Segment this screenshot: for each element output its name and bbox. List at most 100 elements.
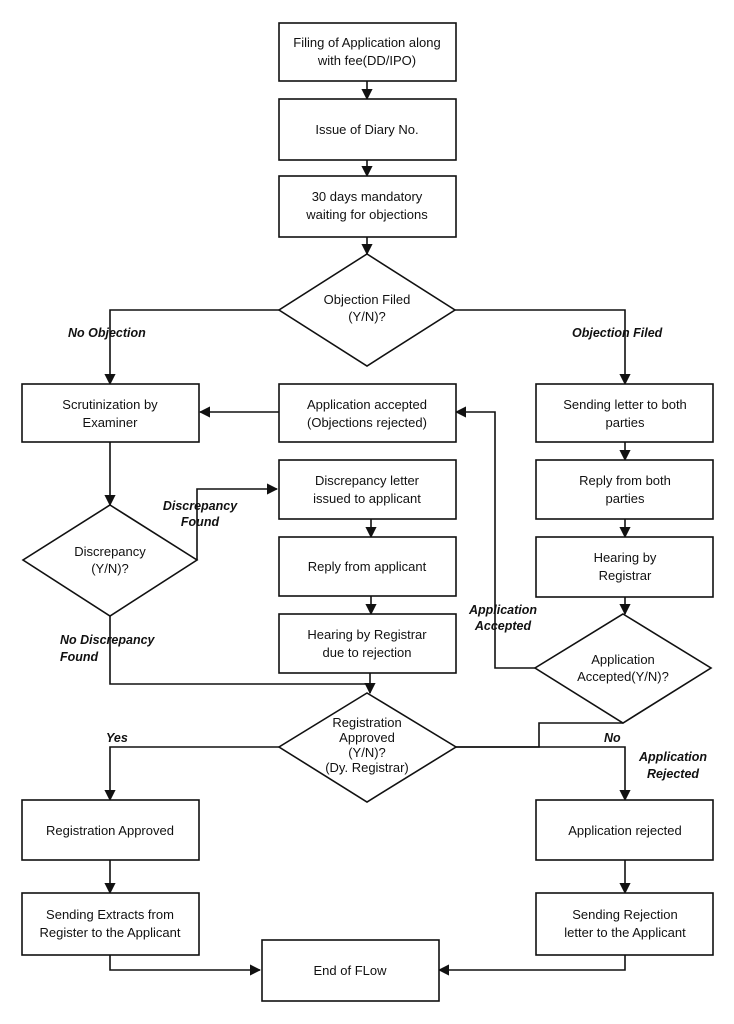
node-text-line: (Dy. Registrar) xyxy=(325,760,409,775)
arrow-rejected-path xyxy=(456,746,631,802)
node-discrepancy-decision: Discrepancy (Y/N)? xyxy=(21,504,199,617)
edge-label-yes: Yes xyxy=(106,731,128,745)
edge-label-line: Application xyxy=(638,750,707,764)
edge-label-line: No xyxy=(604,731,621,745)
arrow-application-accepted-path xyxy=(454,406,535,669)
edge-label-line: Rejected xyxy=(647,767,699,781)
svg-text:Application accepted(Objection: Application accepted (Objections rejected… xyxy=(307,397,427,430)
node-text-line: Reply from applicant xyxy=(308,559,427,574)
node-text-line: Accepted(Y/N)? xyxy=(577,669,669,684)
edge-label-line: Accepted xyxy=(474,619,532,633)
edge-label-line: Discrepancy xyxy=(163,499,238,513)
edge-label-line: Found xyxy=(181,515,220,529)
node-text-line: due to rejection xyxy=(323,645,412,660)
node-text-line: Reply from both xyxy=(579,473,671,488)
node-objection-decision: Objection Filed (Y/N)? xyxy=(277,253,457,367)
edge-label-objection-filed: Objection Filed xyxy=(572,326,663,340)
arrow-yes-path xyxy=(104,746,279,802)
node-application-rejected: Application rejected xyxy=(535,799,714,861)
arrow-no-path xyxy=(456,722,623,748)
node-end: End of FLow xyxy=(261,939,440,1002)
node-text-line: Application rejected xyxy=(568,823,681,838)
edge-label-line: No Discrepancy xyxy=(60,633,156,647)
node-text-line: issued to applicant xyxy=(313,491,421,506)
edge-label-line: Found xyxy=(60,650,99,664)
svg-text:Reply from applicant: Reply from applicant xyxy=(308,559,427,574)
node-text-line: (Y/N)? xyxy=(91,561,129,576)
node-text-line: Approved xyxy=(339,730,395,745)
svg-text:Issue of Diary No.: Issue of Diary No. xyxy=(315,122,418,137)
edge-label-line: Application xyxy=(468,603,537,617)
node-text-line: Registration xyxy=(332,715,401,730)
node-text-line: Discrepancy xyxy=(74,544,146,559)
svg-text:Objection Filed(Y/N)?: Objection Filed (Y/N)? xyxy=(324,292,411,324)
node-registration-approved: Registration Approved xyxy=(21,799,200,861)
node-text-line: letter to the Applicant xyxy=(564,925,686,940)
node-text-line: with fee(DD/IPO) xyxy=(317,53,416,68)
node-text-line: Sending letter to both xyxy=(563,397,687,412)
node-text-line: End of FLow xyxy=(314,963,388,978)
arrow-discrepancy-found-path xyxy=(196,483,279,560)
node-text-line: Issue of Diary No. xyxy=(315,122,418,137)
arrow-no-objection-path xyxy=(104,309,279,386)
node-text-line: 30 days mandatory xyxy=(312,189,423,204)
arrow-no-discrepancy-path xyxy=(109,616,370,685)
node-diary: Issue of Diary No. xyxy=(278,98,457,161)
arrow-extracts-to-end xyxy=(109,955,262,976)
node-text-line: Examiner xyxy=(83,415,139,430)
edge-label-no-objection: No Objection xyxy=(68,326,146,340)
node-text-line: Sending Extracts from xyxy=(46,907,174,922)
node-sending-letter-both: Sending letter to both parties xyxy=(535,383,714,443)
node-scrutinization: Scrutinization by Examiner xyxy=(21,383,200,443)
svg-text:End of FLow: End of FLow xyxy=(314,963,388,978)
node-text-line: Hearing by Registrar xyxy=(307,627,427,642)
node-text-line: waiting for objections xyxy=(305,207,428,222)
node-text-line: Application accepted xyxy=(307,397,427,412)
arrow-objection-filed-path xyxy=(455,309,631,386)
node-text-line: Filing of Application along xyxy=(293,35,440,50)
node-filing: Filing of Application along with fee(DD/I… xyxy=(278,22,457,82)
node-text-line: Registrar xyxy=(599,568,652,583)
node-text-line: (Y/N)? xyxy=(348,309,386,324)
connectors xyxy=(104,81,631,976)
node-text-line: parties xyxy=(605,415,645,430)
node-app-accepted-objections-rejected: Application accepted (Objections rejected… xyxy=(278,383,457,443)
svg-text:Application rejected: Application rejected xyxy=(568,823,681,838)
node-text-line: Application xyxy=(591,652,655,667)
edge-label-line: No Objection xyxy=(68,326,146,340)
node-text-line: (Y/N)? xyxy=(348,745,386,760)
edge-label-line: Objection Filed xyxy=(572,326,663,340)
svg-text:Registration Approved: Registration Approved xyxy=(46,823,174,838)
node-text-line: Registration Approved xyxy=(46,823,174,838)
node-reply-applicant: Reply from applicant xyxy=(278,536,457,597)
node-text-line: parties xyxy=(605,491,645,506)
edge-label-no: No xyxy=(604,731,621,745)
node-text-line: (Objections rejected) xyxy=(307,415,427,430)
node-text-line: Scrutinization by xyxy=(62,397,158,412)
node-reply-both: Reply from both parties xyxy=(535,459,714,520)
node-text-line: Discrepancy letter xyxy=(315,473,420,488)
node-hearing-registrar-rejection: Hearing by Registrar due to rejection xyxy=(278,613,457,674)
svg-text:Discrepancy(Y/N)?: Discrepancy (Y/N)? xyxy=(74,544,146,576)
node-text-line: Objection Filed xyxy=(324,292,411,307)
